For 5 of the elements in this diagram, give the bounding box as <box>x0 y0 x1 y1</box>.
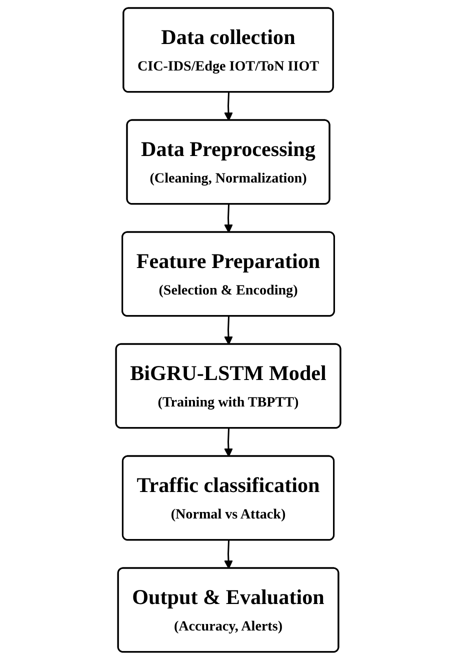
arrow <box>224 428 233 457</box>
arrow <box>224 204 233 233</box>
arrow <box>224 316 233 345</box>
arrow <box>224 540 233 569</box>
arrow <box>224 92 233 121</box>
